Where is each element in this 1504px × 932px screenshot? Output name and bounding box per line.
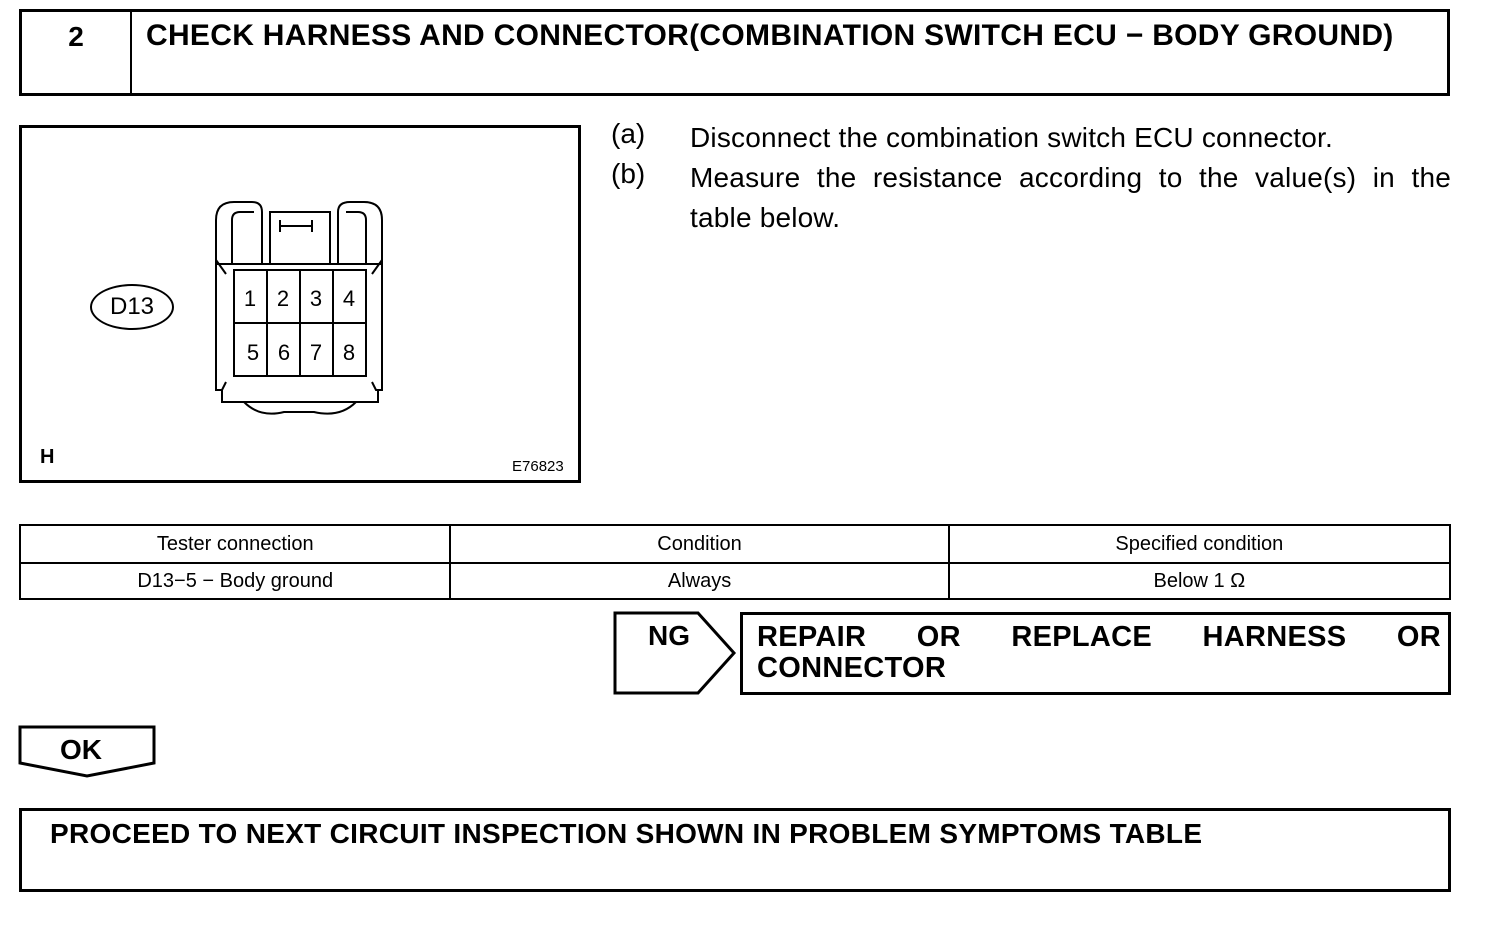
header-tester-connection: Tester connection (18, 524, 452, 564)
ng-label: NG (648, 620, 690, 651)
cell-tester-connection: D13−5 − Body ground (18, 562, 452, 600)
instruction-a-text: Disconnect the combination switch ECU co… (690, 122, 1334, 153)
ok-label: OK (60, 734, 102, 765)
step-title: CHECK HARNESS AND CONNECTOR(COMBINATION … (146, 19, 1394, 52)
ng-result-box: REPAIR OR REPLACE HARNESS OR CONNECTOR (740, 612, 1451, 695)
connector-illustration: 1 2 3 4 5 6 7 8 D13 H E76823 (19, 125, 581, 483)
figure-id: E76823 (512, 458, 564, 475)
pin-3: 3 (310, 286, 322, 311)
cell-specified-condition: Below 1 Ω (947, 562, 1452, 600)
spec-table: Tester connection Condition Specified co… (18, 524, 1452, 600)
pin-8: 8 (343, 340, 355, 365)
ng-result-text: REPAIR OR REPLACE HARNESS OR CONNECTOR (757, 621, 1441, 684)
illustration-corner-mark: H (40, 446, 55, 468)
ng-arrow-icon (613, 611, 737, 695)
ok-arrow-icon (18, 725, 156, 778)
connector-code-label: D13 (90, 284, 174, 330)
ok-result-text: PROCEED TO NEXT CIRCUIT INSPECTION SHOWN… (50, 818, 1203, 849)
table-header-row: Tester connection Condition Specified co… (18, 524, 1452, 564)
ok-result-box: PROCEED TO NEXT CIRCUIT INSPECTION SHOWN… (19, 808, 1451, 892)
pin-1: 1 (244, 286, 256, 311)
pin-5: 5 (247, 340, 259, 365)
step-header: 2 CHECK HARNESS AND CONNECTOR(COMBINATIO… (19, 9, 1450, 96)
table-row: D13−5 − Body ground Always Below 1 Ω (18, 562, 1452, 600)
instruction-b-text: Measure the resistance according to the … (690, 162, 1451, 233)
pin-2: 2 (277, 286, 289, 311)
step-number: 2 (22, 12, 132, 93)
pin-6: 6 (278, 340, 290, 365)
instruction-a-letter: (a) (611, 118, 646, 149)
pin-7: 7 (310, 340, 322, 365)
header-condition: Condition (449, 524, 950, 564)
cell-condition: Always (449, 562, 950, 600)
connector-drawing: 1 2 3 4 5 6 7 8 (215, 201, 383, 415)
header-specified-condition: Specified condition (947, 524, 1452, 564)
instruction-b-letter: (b) (611, 158, 646, 189)
pin-4: 4 (343, 286, 355, 311)
